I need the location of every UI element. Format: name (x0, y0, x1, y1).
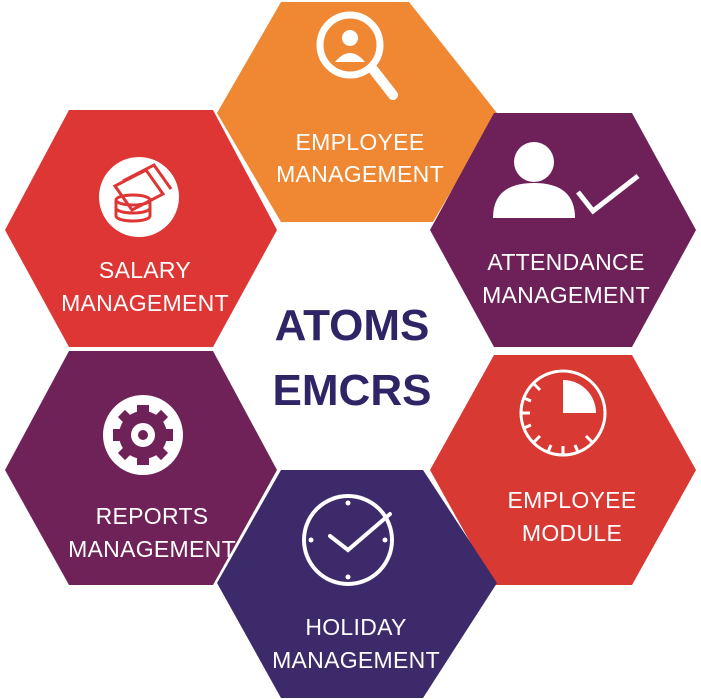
hex-shape (430, 113, 696, 347)
gear-icon (103, 395, 183, 475)
hex-salary-management[interactable]: SALARY MANAGEMENT (5, 110, 277, 347)
person-magnifier-icon (316, 11, 398, 100)
label-line1: ATTENDANCE (487, 249, 644, 275)
hex-shape (430, 355, 696, 585)
label-line2: MANAGEMENT (276, 161, 444, 187)
hex-employee-management[interactable]: EMPLOYEE MANAGEMENT (217, 2, 497, 222)
label-line2: MANAGEMENT (482, 282, 650, 308)
person-check-icon (493, 142, 640, 218)
hex-holiday-management[interactable]: HOLIDAY MANAGEMENT (217, 470, 497, 698)
label-line1: EMPLOYEE (508, 487, 637, 513)
label-line2: MODULE (522, 520, 622, 546)
label-line1: REPORTS (96, 503, 209, 529)
hex-employee-module[interactable]: EMPLOYEE MODULE (430, 355, 696, 585)
label-line1: HOLIDAY (305, 614, 406, 640)
center-title-line2: EMCRS (273, 366, 432, 415)
label-line1: EMPLOYEE (296, 129, 425, 155)
clock-timer-icon (519, 369, 607, 457)
label-line2: MANAGEMENT (68, 536, 236, 562)
coins-cash-icon (99, 157, 179, 237)
hex-shape (217, 2, 497, 222)
label-line2: MANAGEMENT (61, 290, 229, 316)
label-line1: SALARY (99, 257, 191, 283)
label-line2: MANAGEMENT (272, 647, 440, 673)
hex-attendance-management[interactable]: ATTENDANCE MANAGEMENT (430, 113, 696, 347)
center-title-line1: ATOMS (275, 301, 430, 350)
clock-check-icon (302, 494, 394, 586)
hex-reports-management[interactable]: REPORTS MANAGEMENT (5, 351, 277, 585)
